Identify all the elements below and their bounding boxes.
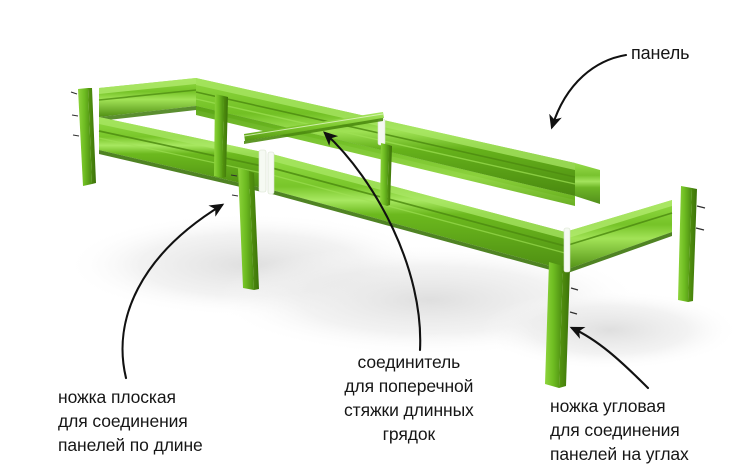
ground-shadow-right [480, 290, 740, 370]
panel-joint-back-1 [377, 118, 386, 146]
label-flat-leg-line-2: для соединения [58, 411, 188, 431]
label-flat-leg-line-1: ножка плоская [58, 387, 176, 407]
label-connector-line-3: стяжки длинных [344, 400, 474, 420]
label-corner-leg: ножка угловая для соединения панелей на … [550, 394, 689, 466]
leg-corner-detached-right [678, 186, 706, 302]
panel-joint-back-group [377, 118, 386, 146]
label-corner-leg-line-2: для соединения [550, 420, 680, 440]
leg-corner-front-right[interactable] [545, 262, 579, 388]
leg-flat-front[interactable] [230, 168, 259, 290]
leg-flat-back-mid [380, 143, 392, 206]
label-corner-leg-line-1: ножка угловая [550, 396, 666, 416]
panel-end-right [564, 200, 673, 274]
label-flat-leg: ножка плоская для соединения панелей по … [58, 385, 203, 457]
arrow-panel [549, 53, 628, 130]
label-panel: панель [631, 41, 690, 65]
panel-joint-right-1 [563, 227, 571, 273]
panel-joint-right-group [563, 227, 571, 273]
label-corner-leg-line-3: панелей на углах [550, 444, 689, 464]
label-flat-leg-line-3: панелей по длине [58, 435, 203, 455]
panel-joint-front-1 [258, 149, 267, 193]
leg-corner-back-left [214, 94, 228, 178]
label-panel-line-1: панель [631, 43, 690, 63]
arrow-flat-leg [121, 203, 225, 380]
panel-front-long-mid [271, 154, 566, 274]
panel-joint-front-2 [267, 151, 275, 195]
panel-right-corner-return [575, 163, 600, 204]
panel-end-left [98, 78, 197, 121]
cross-connector-bar [243, 112, 384, 144]
leg-flat-detached-left [70, 88, 96, 186]
arrow-connector [323, 131, 422, 352]
label-connector-line-4: грядок [382, 424, 436, 444]
label-connector-line-1: соединитель [357, 352, 461, 372]
ground-shadow-group [65, 213, 740, 370]
panel-front-long-left [98, 117, 263, 192]
label-connector-line-2: для поперечной [344, 376, 474, 396]
label-connector: соединитель для поперечной стяжки длинны… [344, 350, 474, 446]
arrow-corner-leg [569, 326, 650, 390]
panel-joint-front-group [258, 149, 275, 195]
